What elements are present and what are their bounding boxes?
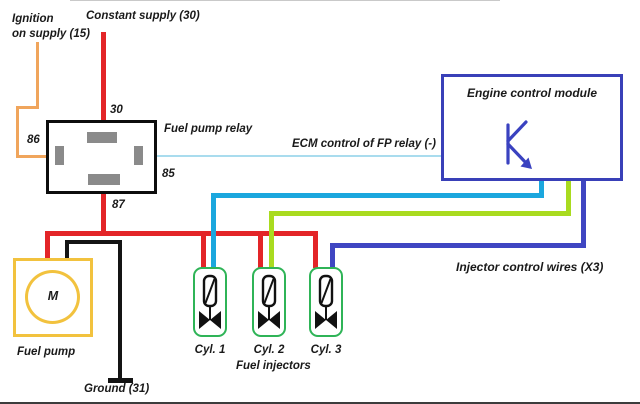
ecm-control-label: ECM control of FP relay (-): [292, 138, 436, 150]
orange-wire-seg1: [36, 42, 39, 109]
engine-control-module-label: Engine control module: [466, 86, 597, 100]
blue-wire-seg3: [330, 243, 335, 268]
orange-wire-seg4: [16, 155, 57, 158]
relay-pin-87: [88, 174, 120, 185]
cyl1-label: Cyl. 1: [194, 344, 226, 356]
relay-pin-86: [55, 146, 64, 165]
relay-pin87-label: 87: [112, 199, 125, 211]
orange-wire-seg3: [16, 106, 19, 158]
red-wire-to-injector1: [201, 231, 206, 268]
pale-blue-control-wire: [143, 155, 441, 157]
injector-cyl2: [252, 267, 286, 337]
blue-wire-seg2: [330, 243, 586, 248]
relay-pin-30: [87, 132, 117, 143]
cyl3-label: Cyl. 3: [310, 344, 342, 356]
bottom-edge-line: [0, 402, 640, 404]
green-wire-seg2: [269, 211, 571, 216]
top-edge-line: [70, 0, 500, 1]
relay-pin-85: [134, 146, 143, 165]
injector-cyl1: [193, 267, 227, 337]
motor-letter: M: [47, 289, 59, 303]
red-wire-rail: [45, 231, 318, 236]
fuel-injectors-label: Fuel injectors: [236, 360, 311, 372]
black-wire-from-pump: [65, 240, 69, 259]
red-wire-to-injector3: [313, 231, 318, 268]
black-wire-vertical: [118, 240, 122, 379]
injector-cyl3: [309, 267, 343, 337]
ignition-supply-label: Ignition on supply (15): [12, 12, 90, 42]
ground-label: Ground (31): [84, 383, 150, 395]
constant-supply-label: Constant supply (30): [86, 10, 200, 22]
orange-wire-seg2: [16, 106, 39, 109]
ignition-supply-line1: Ignition: [12, 13, 54, 25]
injector-solenoid-valve-icon: [258, 274, 280, 329]
cyan-wire-seg1: [539, 178, 544, 194]
cyan-wire-seg3: [211, 193, 216, 268]
black-wire-horizontal: [65, 240, 122, 244]
engine-control-module-box: [441, 74, 623, 181]
relay-pin85-label: 85: [162, 168, 175, 180]
transistor-arrowhead: [520, 157, 532, 169]
fuel-pump-label: Fuel pump: [17, 346, 76, 358]
ignition-supply-line2: on supply (15): [12, 28, 90, 40]
cyl2-label: Cyl. 2: [253, 344, 285, 356]
transistor-icon: [506, 120, 532, 169]
green-wire-seg1: [566, 178, 571, 212]
relay-pin86-label: 86: [27, 134, 40, 146]
blue-wire-seg1: [581, 178, 586, 244]
fuel-pump-relay-label: Fuel pump relay: [164, 123, 253, 135]
cyan-wire-seg2: [211, 193, 544, 198]
red-wire-pin87: [101, 183, 106, 236]
relay-pin30-label: 30: [110, 104, 123, 116]
red-wire-to-injector2: [258, 231, 263, 268]
red-wire-constant-supply: [101, 32, 106, 135]
injector-control-wires-label: Injector control wires (X3): [456, 260, 604, 274]
injector-solenoid-valve-icon: [199, 274, 221, 329]
ground-icon: [108, 378, 133, 383]
injector-solenoid-valve-icon: [315, 274, 337, 329]
red-wire-to-pump: [45, 231, 50, 259]
green-wire-seg3: [269, 211, 274, 268]
motor-symbol: [25, 270, 80, 324]
